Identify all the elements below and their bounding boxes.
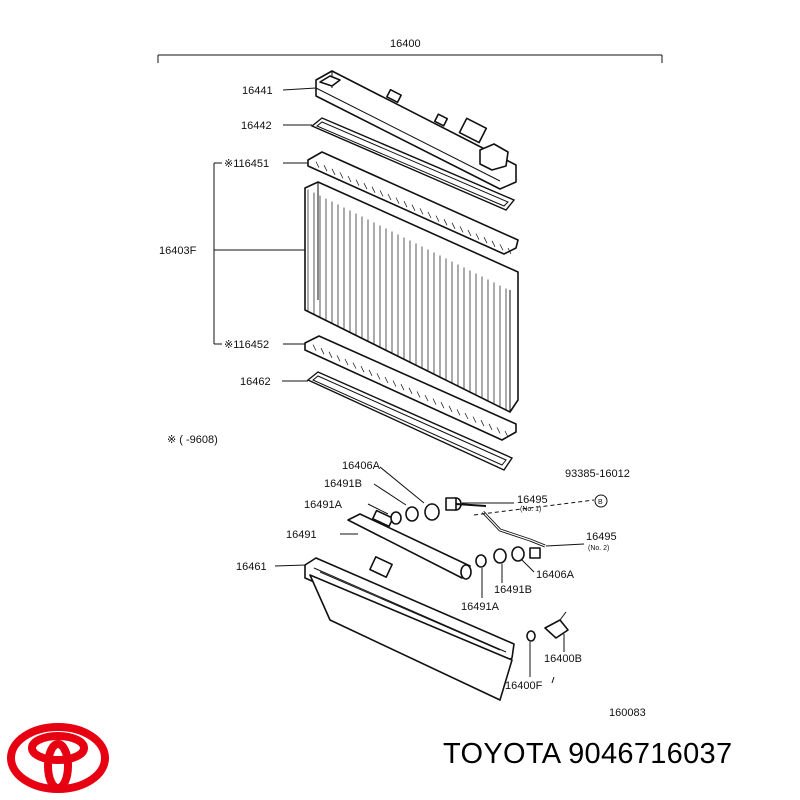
assembly-bracket xyxy=(157,54,663,63)
drain-cock-part xyxy=(544,611,569,639)
callout-93385-16012: 93385-16012 xyxy=(565,468,630,480)
lower-core-plate-part xyxy=(304,335,517,441)
callout-16406a-upper: 16406A xyxy=(342,460,381,472)
callout-16461: 16461 xyxy=(236,561,267,573)
callout-16406a-lower: 16406A xyxy=(536,569,575,581)
lower-tank-part xyxy=(304,557,515,701)
callout-no2: (No. 2) xyxy=(588,545,609,552)
toyota-logo-icon xyxy=(7,723,109,793)
radiator-core-part xyxy=(304,181,519,413)
lower-gasket-part xyxy=(306,371,514,471)
upper-core-plate-part xyxy=(307,151,519,255)
leader-lines xyxy=(213,87,585,684)
brand-part-number: TOYOTA 9046716037 xyxy=(443,738,733,770)
callout-16441: 16441 xyxy=(242,85,273,97)
cooler-pipe-part xyxy=(455,494,608,548)
figure-number: 160083 xyxy=(609,707,646,719)
note-label: ※ ( -9608) xyxy=(167,434,218,446)
callout-16403f: 16403F xyxy=(159,245,197,257)
upper-tank-part xyxy=(315,70,517,190)
drain-plug-part xyxy=(526,630,536,642)
callout-16400f: 16400F xyxy=(505,680,543,692)
upper-gasket-part xyxy=(310,117,516,211)
assembly-label: 16400 xyxy=(390,38,421,50)
callout-16491: 16491 xyxy=(286,529,317,541)
callout-16491b-lower: 16491B xyxy=(494,584,532,596)
callout-16495-no2: 16495 xyxy=(586,531,617,543)
callout-16491a-lower: 16491A xyxy=(461,601,500,613)
callout-16495-no1: 16495 xyxy=(517,494,548,506)
callout-16491b-upper: 16491B xyxy=(324,478,362,490)
callout-116452: ※116452 xyxy=(224,339,269,351)
callout-16442: 16442 xyxy=(241,120,272,132)
callout-116451: ※116451 xyxy=(224,158,269,170)
callout-16400b: 16400B xyxy=(544,653,582,665)
callout-16491a-upper: 16491A xyxy=(304,499,343,511)
fittings-lower-group xyxy=(475,546,541,568)
oil-cooler-tube-part xyxy=(347,509,472,580)
bolt-b-marker: B xyxy=(598,499,603,506)
callout-no1: (No. 1) xyxy=(520,506,541,513)
callout-16462: 16462 xyxy=(240,376,271,388)
callouts: 16441 16442 ※116451 16403F ※116452 16462… xyxy=(159,85,646,719)
